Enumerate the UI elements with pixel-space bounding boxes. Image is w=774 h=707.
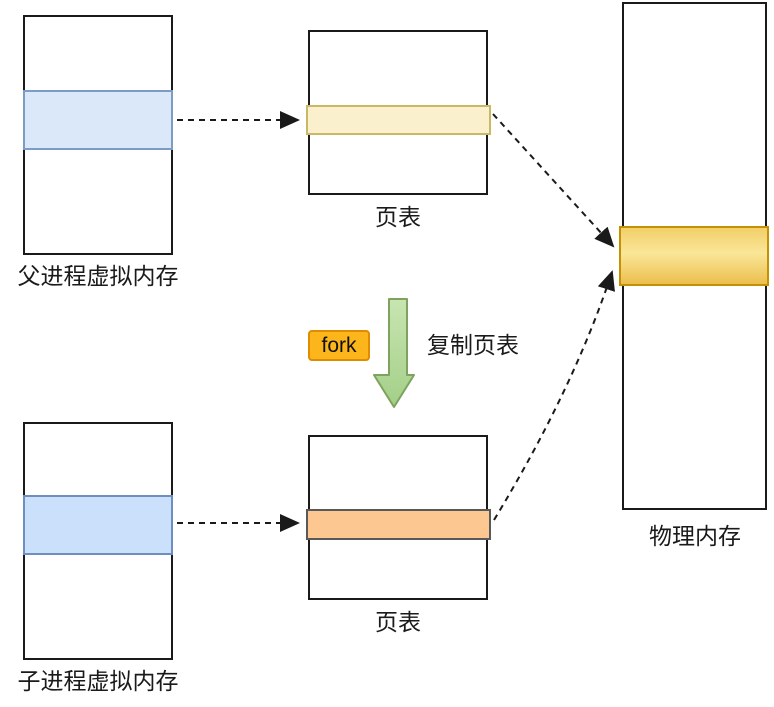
page-table-top-label: 页表: [375, 204, 421, 230]
physical-memory-shared-frame-band: [619, 226, 769, 286]
page-table-bottom-label: 页表: [375, 609, 421, 635]
fork-down-arrow: [373, 298, 415, 408]
physical-memory-label: 物理内存: [649, 523, 741, 549]
parent-mapped-page-band: [23, 90, 173, 150]
fork-badge: fork: [308, 330, 370, 361]
child-mapped-page-band: [23, 495, 173, 555]
copy-page-table-label: 复制页表: [427, 332, 519, 358]
page-table-bottom-entry-band: [306, 509, 491, 540]
pagetable-top-to-physical-arrow: [492, 113, 615, 248]
parent-virtual-memory-label: 父进程虚拟内存: [17, 263, 179, 289]
child-virtual-memory-label: 子进程虚拟内存: [17, 668, 179, 694]
pagetable-bottom-to-physical-arrow: [493, 270, 615, 521]
fork-label: fork: [321, 333, 357, 357]
page-table-top-entry-band: [306, 105, 491, 135]
